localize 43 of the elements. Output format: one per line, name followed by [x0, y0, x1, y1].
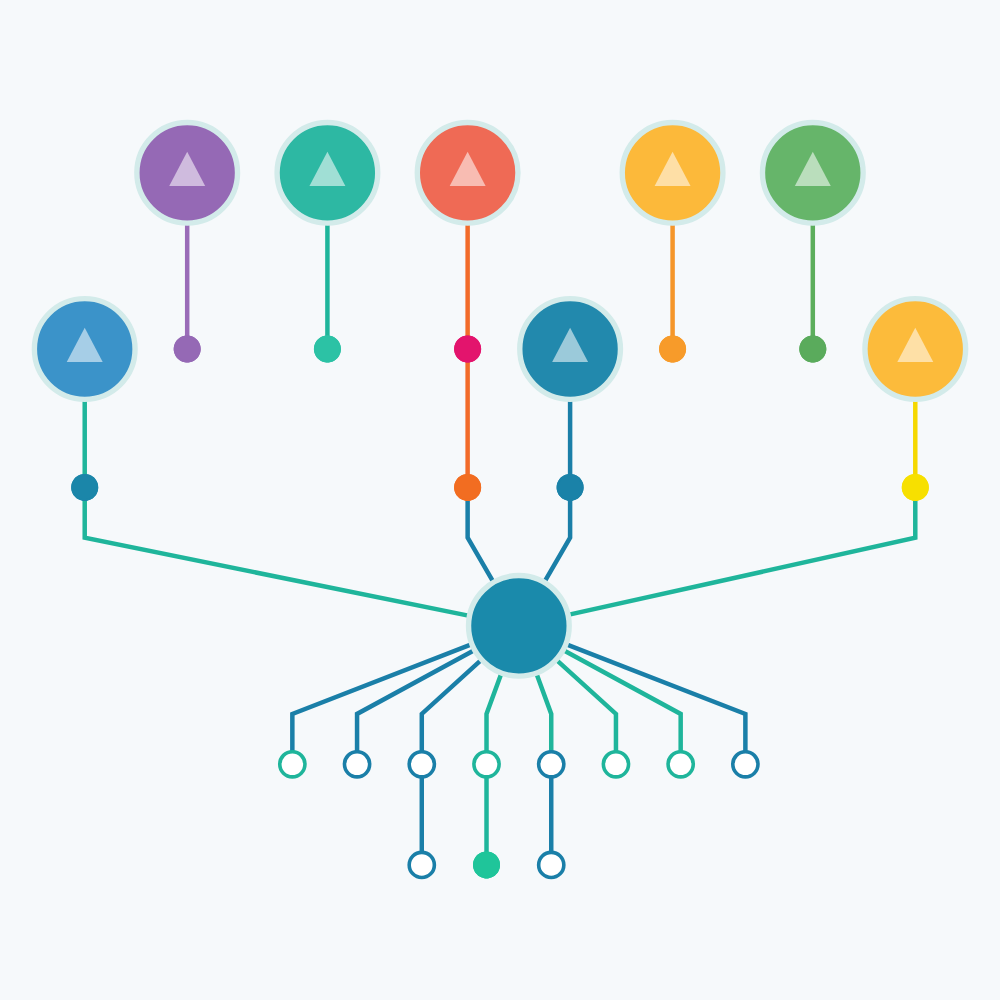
connector — [82, 500, 470, 619]
connector — [184, 223, 190, 337]
connector — [325, 223, 330, 337]
node-circle — [536, 749, 566, 779]
connector — [562, 647, 683, 752]
connector — [484, 672, 504, 752]
node-circle — [342, 749, 372, 779]
connector — [484, 776, 489, 853]
connector — [465, 223, 470, 337]
node-circle — [31, 295, 138, 403]
node-circle — [601, 749, 631, 779]
connector — [419, 658, 484, 752]
node-circle — [465, 572, 572, 679]
connector — [534, 672, 554, 752]
connector — [554, 658, 619, 752]
connector — [290, 642, 473, 752]
connector — [354, 647, 476, 752]
node-circle — [414, 119, 521, 226]
node-circle — [134, 119, 241, 226]
connector — [810, 223, 816, 337]
connector — [465, 361, 470, 475]
node-circle — [862, 295, 969, 403]
node-circle — [407, 850, 437, 880]
connector — [670, 223, 675, 337]
node-circle — [666, 749, 696, 779]
connector — [567, 500, 918, 618]
connector — [465, 500, 496, 584]
node-circle — [731, 749, 760, 779]
node-circle — [277, 749, 307, 779]
node-circle — [536, 850, 566, 880]
connector — [542, 500, 573, 584]
connector — [564, 642, 748, 752]
node-circle — [517, 295, 624, 403]
node-circle — [407, 749, 437, 779]
node-circle — [619, 119, 726, 226]
connector — [567, 399, 573, 475]
node-circle — [472, 749, 501, 779]
connector — [549, 776, 554, 853]
connector — [82, 399, 87, 475]
connector — [913, 399, 918, 475]
node-circle — [759, 119, 866, 226]
node-circle — [274, 119, 381, 226]
connector — [419, 776, 425, 853]
